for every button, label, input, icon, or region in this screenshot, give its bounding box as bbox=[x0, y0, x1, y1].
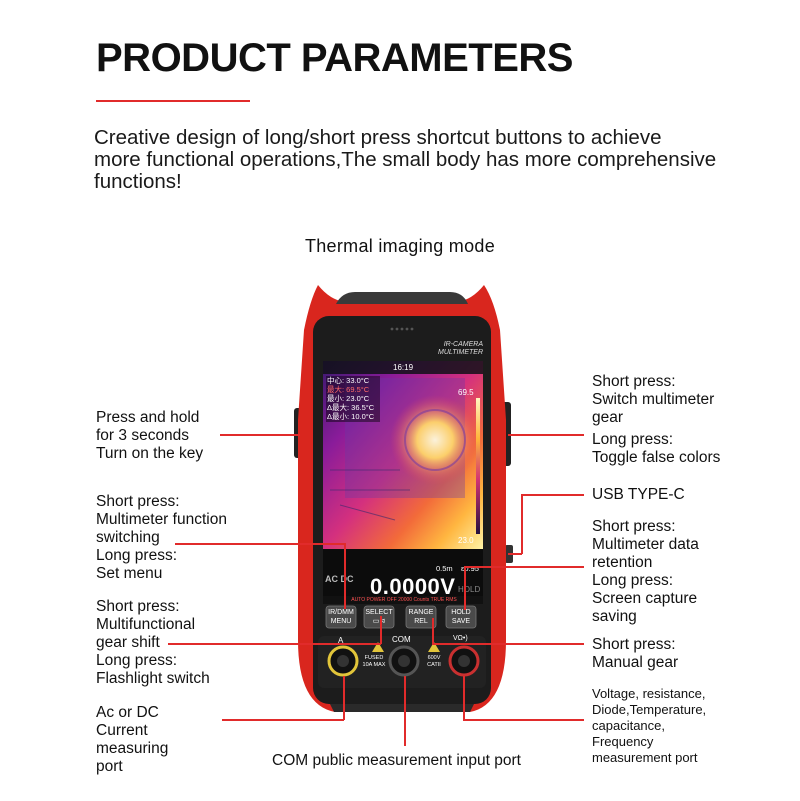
select-label: SELECT ▭⊲ bbox=[365, 609, 393, 625]
distance-label: 0.5m bbox=[436, 564, 453, 573]
leader-hold-v bbox=[464, 566, 466, 610]
callout-right-gear: Short press: Switch multimeter gear Long… bbox=[592, 373, 721, 466]
leader-acdc bbox=[222, 719, 344, 721]
leader-voltage-v bbox=[463, 676, 465, 720]
mode-caption: Thermal imaging mode bbox=[304, 236, 496, 256]
leader-function-v bbox=[344, 543, 346, 609]
emissivity-label: ε0.95 bbox=[461, 564, 479, 573]
leader-hold bbox=[464, 566, 584, 568]
device-brand: IR-CAMERA MULTIMETER bbox=[438, 341, 483, 356]
hold-save-label: HOLD SAVE bbox=[451, 609, 471, 625]
callout-manual: Short press: Manual gear bbox=[592, 636, 679, 671]
callout-com: COM public measurement input port bbox=[272, 752, 521, 769]
ir-dmm-menu-label: IR/DMM MENU bbox=[328, 609, 354, 625]
hold-indicator: HOLD bbox=[458, 585, 481, 594]
acdc-indicator: AC DC bbox=[325, 574, 354, 584]
leader-right-gear bbox=[508, 434, 584, 436]
leader-usb-v bbox=[521, 494, 523, 554]
color-scale bbox=[476, 398, 480, 534]
range-rel-label: RANGE REL bbox=[408, 609, 434, 625]
fused-label: FUSED 10A MAX bbox=[362, 655, 386, 668]
scale-max-label: 69.5 bbox=[458, 388, 474, 397]
callout-usb: USB TYPE-C bbox=[592, 486, 685, 503]
title-underline bbox=[96, 100, 250, 102]
callout-acdc: Ac or DC Current measuring port bbox=[96, 704, 169, 775]
callout-function: Short press: Multimeter function switchi… bbox=[96, 493, 227, 582]
select-button bbox=[363, 605, 395, 629]
leader-usb-h2 bbox=[508, 553, 522, 555]
meter-value: 0.0000V bbox=[370, 574, 456, 599]
intro-text: Creative design of long/short press shor… bbox=[94, 127, 774, 193]
ir-dmm-menu-button bbox=[325, 605, 357, 629]
leader-power bbox=[220, 434, 300, 436]
port-a-label: A bbox=[338, 636, 344, 645]
leader-gear bbox=[168, 643, 381, 645]
range-rel-button bbox=[405, 605, 437, 629]
page-title: PRODUCT PARAMETERS bbox=[96, 36, 573, 80]
leader-manual-v bbox=[432, 618, 434, 644]
cat-label: 600V CATII bbox=[427, 655, 441, 668]
status-line: AUTO POWER OFF 20000 Counts TRUE RMS bbox=[351, 597, 457, 603]
screen-clock: 16:19 bbox=[393, 363, 414, 372]
port-com-label: COM bbox=[392, 635, 411, 644]
port-v-label: VΩ•) bbox=[453, 635, 468, 642]
scale-min-label: 23.0 bbox=[458, 536, 474, 545]
callout-power: Press and hold for 3 seconds Turn on the… bbox=[96, 409, 204, 462]
callout-gear: Short press: Multifunctional gear shift … bbox=[96, 598, 210, 687]
intro-line: functions! bbox=[94, 170, 182, 193]
hotspot bbox=[390, 395, 480, 485]
leader-voltage bbox=[463, 719, 584, 721]
leader-acdc-v bbox=[343, 676, 345, 720]
callout-voltage: Voltage, resistance, Diode,Temperature, … bbox=[592, 686, 707, 765]
temperature-readings: 中心: 33.0°C 最大: 69.5°C 最小: 23.0°C Δ最大: 36… bbox=[327, 376, 375, 421]
callout-hold: Short press: Multimeter data retention L… bbox=[592, 518, 699, 625]
leader-usb bbox=[521, 494, 584, 496]
leader-gear-v bbox=[380, 616, 382, 644]
intro-line: more functional operations,The small bod… bbox=[94, 148, 717, 171]
intro-line: Creative design of long/short press shor… bbox=[94, 126, 662, 149]
hold-save-button bbox=[445, 605, 477, 629]
leader-function bbox=[175, 543, 345, 545]
leader-com bbox=[404, 676, 406, 746]
leader-manual bbox=[432, 643, 584, 645]
